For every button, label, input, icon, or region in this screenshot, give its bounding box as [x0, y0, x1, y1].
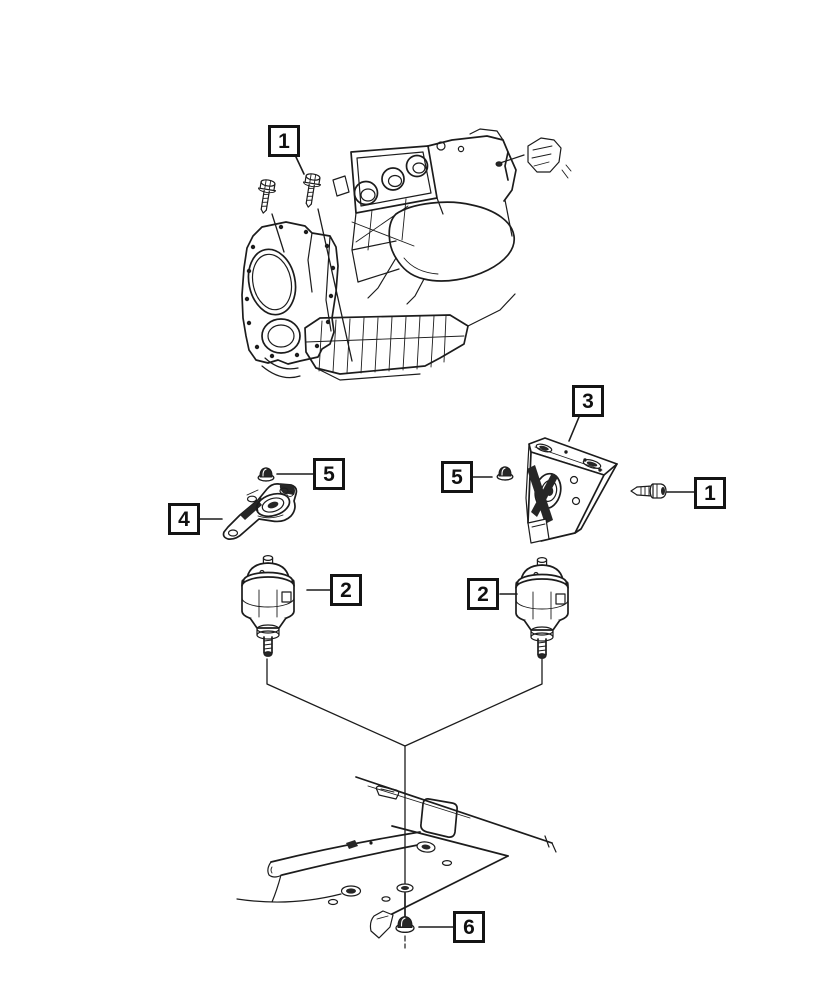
callout-4-left-bracket: 4: [168, 503, 200, 535]
callout-leader-lines: [199, 156, 695, 928]
upper-bracket-illustration: [495, 137, 572, 179]
callout-label: 6: [463, 915, 475, 939]
frame-nut-icon: [395, 916, 415, 934]
callout-2-left-mount: 2: [330, 574, 362, 606]
mount-insulator-right-icon: [515, 556, 569, 660]
right-bracket-illustration: [525, 437, 618, 544]
callout-5-right-nut: 5: [441, 461, 473, 493]
callout-2-right-mount: 2: [467, 578, 499, 610]
cap-nut-right-icon: [496, 466, 514, 481]
callout-1-engine-bolts: 1: [268, 125, 300, 157]
engine-bolt-right-icon: [302, 173, 321, 208]
mount-locator-lines: [266, 658, 543, 747]
callout-label: 5: [451, 465, 463, 489]
frame-illustration: [236, 776, 557, 949]
callout-label: 1: [704, 481, 716, 505]
callout-label: 5: [323, 462, 335, 486]
callout-label: 4: [178, 507, 190, 531]
callout-label: 2: [477, 582, 489, 606]
cap-nut-left-icon: [257, 467, 275, 482]
callout-1-bracket-bolt: 1: [694, 477, 726, 509]
bolt-hole-dots: [244, 224, 336, 359]
bracket-bolt-icon: [630, 483, 667, 499]
callout-label: 2: [340, 578, 352, 602]
callout-label: 1: [278, 129, 290, 153]
mount-insulator-left-icon: [241, 554, 295, 658]
callout-6-frame-nut: 6: [453, 911, 485, 943]
callout-3-right-bracket: 3: [572, 385, 604, 417]
engine-bolt-left-icon: [257, 179, 276, 214]
callout-5-left-nut: 5: [313, 458, 345, 490]
callout-label: 3: [582, 389, 594, 413]
engine-illustration: [241, 128, 572, 381]
left-bracket-illustration: [222, 483, 298, 540]
